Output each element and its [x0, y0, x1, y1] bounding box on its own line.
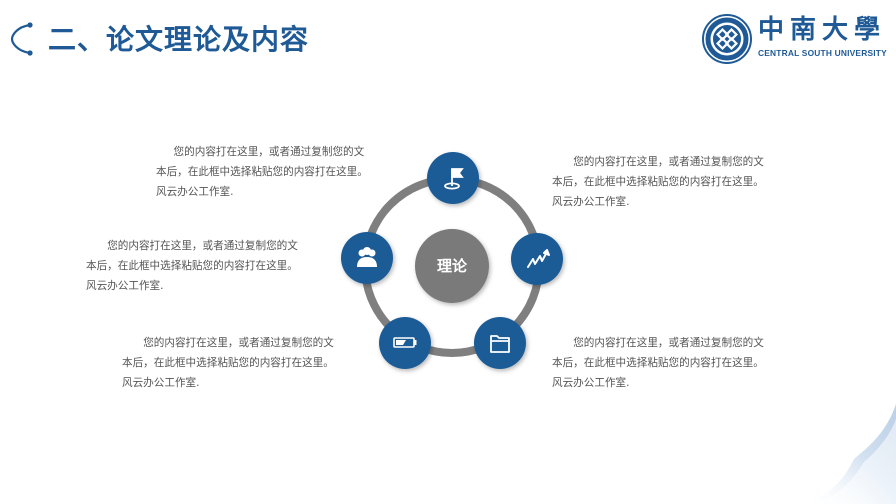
center-circle: [415, 229, 489, 303]
text-line: 您的内容打在这里，或者通过复制您的文: [573, 337, 764, 349]
text-block-top-right: 您的内容打在这里，或者通过复制您的文 本后，在此框中选择粘贴您的内容打在这里。 …: [552, 152, 802, 212]
battery-icon: [393, 337, 417, 348]
node-right[interactable]: [511, 233, 563, 285]
university-name-cn: 中南大學: [758, 15, 887, 45]
page-title: 二、论文理论及内容: [48, 23, 310, 56]
text-block-middle-left: 您的内容打在这里，或者通过复制您的文 本后，在此框中选择粘贴您的内容打在这里。 …: [86, 236, 336, 296]
text-line: 风云办公工作室.: [122, 377, 200, 389]
text-line: 风云办公工作室.: [552, 196, 630, 208]
text-line: 本后，在此框中选择粘贴您的内容打在这里。: [552, 176, 764, 188]
text-line: 风云办公工作室.: [86, 280, 164, 292]
text-line: 本后，在此框中选择粘贴您的内容打在这里。: [156, 166, 368, 178]
text-line: 您的内容打在这里，或者通过复制您的文: [107, 240, 298, 252]
text-block-bottom-left: 您的内容打在这里，或者通过复制您的文 本后，在此框中选择粘贴您的内容打在这里。 …: [122, 333, 372, 393]
text-line: 您的内容打在这里，或者通过复制您的文: [173, 146, 365, 158]
text-line: 风云办公工作室.: [552, 377, 630, 389]
text-line: 您的内容打在这里，或者通过复制您的文: [573, 156, 764, 168]
text-line: 您的内容打在这里，或者通过复制您的文: [143, 337, 334, 349]
text-line: 风云办公工作室.: [156, 186, 234, 198]
flag-icon: [444, 168, 464, 190]
node-bottom-right[interactable]: [474, 317, 526, 369]
users-icon: [357, 247, 377, 267]
university-name-en: CENTRAL SOUTH UNIVERSITY: [758, 48, 887, 58]
text-line: 本后，在此框中选择粘贴您的内容打在这里。: [86, 260, 298, 272]
node-bottom-left[interactable]: [379, 317, 431, 369]
text-block-bottom-right: 您的内容打在这里，或者通过复制您的文 本后，在此框中选择粘贴您的内容打在这里。 …: [552, 333, 802, 393]
university-emblem-icon: [702, 14, 752, 64]
text-line: 本后，在此框中选择粘贴您的内容打在这里。: [122, 357, 334, 369]
university-logo: 中南大學 CENTRAL SOUTH UNIVERSITY: [700, 10, 890, 66]
trend-chart-icon: [527, 249, 550, 268]
header-bracket-icon: [10, 22, 33, 56]
node-left[interactable]: [341, 232, 393, 284]
node-top[interactable]: [427, 152, 479, 204]
page-curl-decoration: [801, 404, 896, 504]
folder-icon: [490, 335, 510, 353]
center-label: 理论: [436, 257, 467, 275]
text-line: 本后，在此框中选择粘贴您的内容打在这里。: [552, 357, 764, 369]
text-block-top-left: 您的内容打在这里，或者通过复制您的文 本后，在此框中选择粘贴您的内容打在这里。 …: [146, 142, 396, 202]
